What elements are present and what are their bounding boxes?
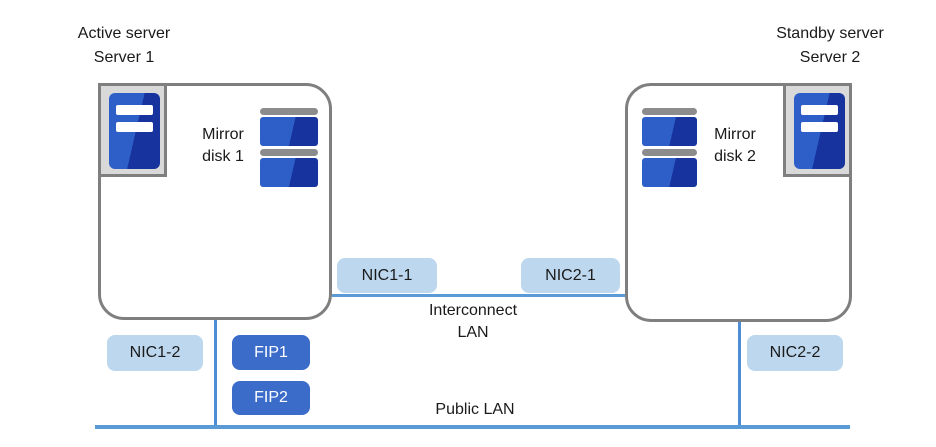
disk-body [260,117,318,146]
fip2-label: FIP2 [254,389,288,406]
server1-mirror-disk-label: Mirror disk 1 [192,124,254,168]
disk-cap [642,149,697,156]
server2-mirror-disk-label: Mirror disk 2 [703,124,767,168]
server1-name-label: Server 1 [93,49,155,66]
mirror-disk-icon [642,108,697,187]
nic1-2-label: NIC1-2 [129,344,181,361]
server1-public-link-line [214,320,217,428]
public-lan-label: Public LAN [435,401,515,418]
server2-role-label: Standby server [776,25,884,42]
nic1-1-badge: NIC1-1 [337,258,437,293]
disk-cap [642,108,697,115]
server-icon-led-bar [801,122,838,132]
server-icon [794,93,845,169]
disk-cap [260,149,318,156]
server2-public-link-line [738,322,741,428]
server2-caption: Standby server Server 2 [755,22,905,70]
fip2-badge: FIP2 [232,381,310,415]
interconnect-label-line2: LAN [457,324,489,341]
server-icon-led-bar [116,105,153,115]
server-icon-led-bar [801,105,838,115]
mirror-label-line1: Mirror [714,126,756,143]
nic2-2-label: NIC2-2 [769,344,821,361]
nic1-2-badge: NIC1-2 [107,335,203,371]
disk-body [260,158,318,187]
server2-name-label: Server 2 [799,49,861,66]
mirror-label-line1: Mirror [202,126,244,143]
nic2-1-badge: NIC2-1 [521,258,620,293]
interconnect-lan-line [332,294,625,297]
mirror-disk-icon [260,108,318,187]
server-icon [109,93,160,169]
mirror-label-line2: disk 1 [202,148,244,165]
mirror-label-line2: disk 2 [714,148,756,165]
nic2-2-badge: NIC2-2 [747,335,843,371]
disk-body [642,158,697,187]
server1-role-label: Active server [77,25,171,42]
server2-icon-frame [783,83,852,177]
interconnect-lan-label: Interconnect LAN [403,300,543,344]
nic2-1-label: NIC2-1 [545,266,596,284]
nic1-1-label: NIC1-1 [361,266,413,284]
public-lan-line [95,425,850,429]
interconnect-label-line1: Interconnect [428,302,518,319]
fip1-badge: FIP1 [232,335,310,370]
disk-cap [260,108,318,115]
fip1-label: FIP1 [254,343,288,361]
server1-caption: Active server Server 1 [63,22,185,70]
disk-body [642,117,697,146]
server-icon-led-bar [116,122,153,132]
server1-icon-frame [98,83,167,177]
